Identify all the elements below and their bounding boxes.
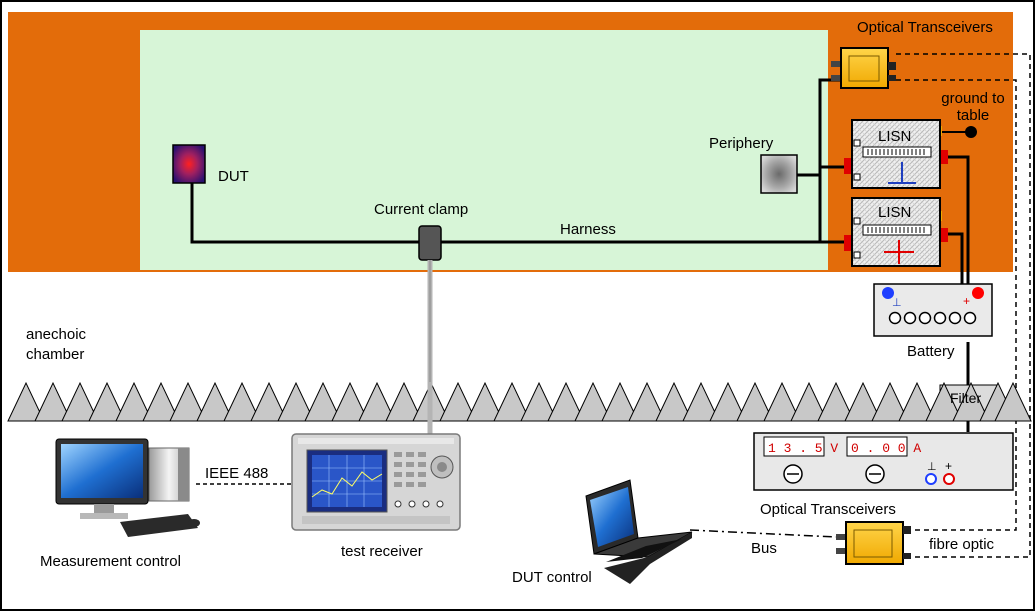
dut-control-laptop xyxy=(585,479,693,584)
ieee488-label: IEEE 488 xyxy=(205,465,269,482)
fibre-optic-lines xyxy=(896,53,1031,558)
battery-negative-terminal xyxy=(882,287,894,299)
optical-transceiver-top xyxy=(831,47,896,89)
optical-transceivers-bottom-label: Optical Transceivers xyxy=(760,501,896,518)
ground-point xyxy=(965,126,977,138)
svg-text:⊥: ⊥ xyxy=(927,461,937,473)
lisn-top xyxy=(844,119,948,189)
svg-text:+: + xyxy=(945,459,952,473)
lisn-bottom xyxy=(844,197,948,267)
battery: ⊥ + xyxy=(873,283,993,337)
power-supply: 1 3 . 5 V 0 . 0 0 A ⊥ + xyxy=(753,432,1014,491)
bus-label: Bus xyxy=(751,540,777,557)
voltage-display: 1 3 . 5 V xyxy=(768,441,838,456)
fibre-optic-label: fibre optic xyxy=(929,536,995,553)
optical-transceivers-top-label: Optical Transceivers xyxy=(857,19,993,36)
battery-positive-terminal xyxy=(972,287,984,299)
lisn-bottom-label: LISN xyxy=(878,204,912,221)
battery-label: Battery xyxy=(907,343,955,360)
dut-box xyxy=(172,144,206,184)
test-receiver-label: test receiver xyxy=(341,543,423,560)
dut-control-label: DUT control xyxy=(512,569,592,586)
current-clamp xyxy=(418,225,442,261)
harness-label: Harness xyxy=(560,221,616,238)
svg-text:⊥: ⊥ xyxy=(892,297,902,309)
periphery-box xyxy=(760,154,798,194)
absorber-spikes xyxy=(7,381,1032,422)
ps-positive-terminal xyxy=(943,473,955,485)
optical-transceiver-bottom xyxy=(836,521,911,565)
test-receiver-instrument xyxy=(291,433,461,531)
measurement-control-computer xyxy=(55,438,200,537)
anechoic-chamber-label: anechoic chamber xyxy=(26,326,87,363)
periphery-label: Periphery xyxy=(709,135,774,152)
ground-to-table-label: ground to table xyxy=(941,90,1005,124)
current-clamp-label: Current clamp xyxy=(374,201,469,218)
svg-text:+: + xyxy=(963,294,970,308)
ps-negative-terminal xyxy=(925,473,937,485)
current-display: 0 . 0 0 A xyxy=(851,441,921,456)
filter-label: Filter xyxy=(950,390,982,406)
dut-label: DUT xyxy=(218,168,249,185)
lisn-top-label: LISN xyxy=(878,128,912,145)
bus-line xyxy=(689,529,837,538)
measurement-control-label: Measurement control xyxy=(40,553,181,570)
ground-plane xyxy=(140,30,828,270)
